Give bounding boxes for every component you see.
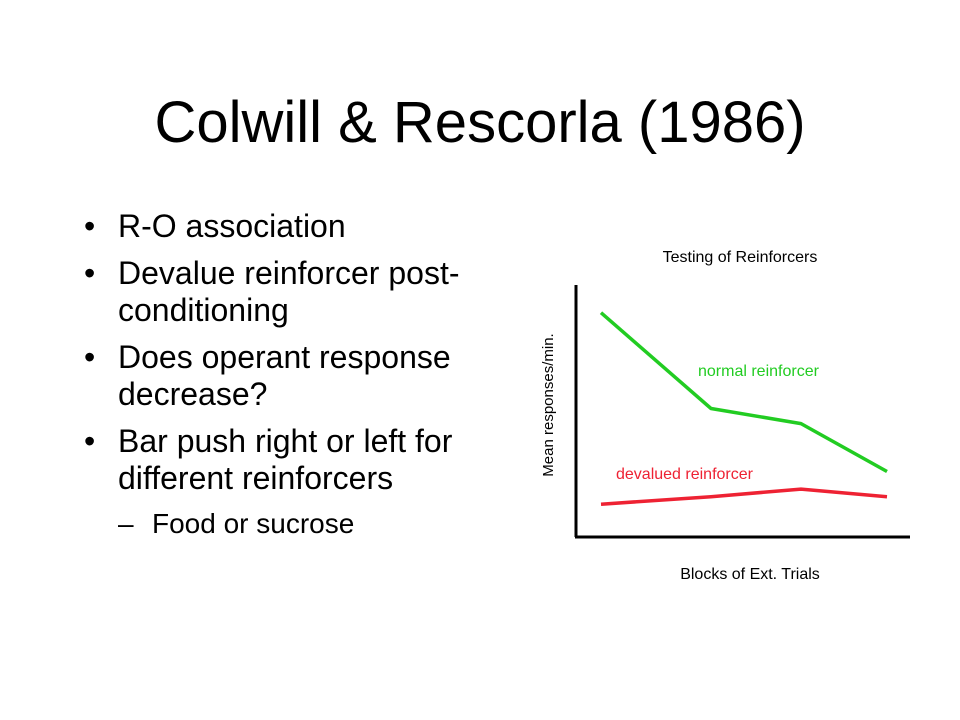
series-line <box>599 311 888 474</box>
bullet-dot-icon: • <box>84 255 96 291</box>
bullet-text: Does operant response decrease? <box>118 339 451 412</box>
sub-bullet-text: Food or sucrose <box>152 508 355 539</box>
bullet-dot-icon: • <box>84 423 96 459</box>
dash-icon: – <box>118 508 134 539</box>
slide-title: Colwill & Rescorla (1986) <box>154 90 806 155</box>
y-axis-label: Mean responses/min. <box>540 333 557 476</box>
bullet-item: • R-O association <box>80 208 500 245</box>
series-label: normal reinforcer <box>698 363 820 380</box>
bullet-text: Devalue reinforcer post-conditioning <box>118 255 460 328</box>
series-label: devalued reinforcer <box>616 466 754 483</box>
bullet-text: Bar push right or left for different rei… <box>118 423 453 496</box>
series-layer: normal reinforcer devalued reinforcer <box>599 311 888 506</box>
bullet-list: • R-O association • Devalue reinforcer p… <box>80 208 500 541</box>
sub-bullet-item: – Food or sucrose <box>118 507 500 541</box>
series-line <box>600 487 888 506</box>
bullet-item: • Does operant response decrease? <box>80 339 500 413</box>
bullet-item: • Devalue reinforcer post-conditioning <box>80 255 500 329</box>
x-axis-label: Blocks of Ext. Trials <box>680 566 820 583</box>
bullet-dot-icon: • <box>84 339 96 375</box>
chart-title: Testing of Reinforcers <box>663 249 818 266</box>
bullet-item: • Bar push right or left for different r… <box>80 423 500 497</box>
bullet-text: R-O association <box>118 208 346 244</box>
bullet-dot-icon: • <box>84 208 96 244</box>
chart: Testing of Reinforcers Mean responses/mi… <box>540 249 910 583</box>
